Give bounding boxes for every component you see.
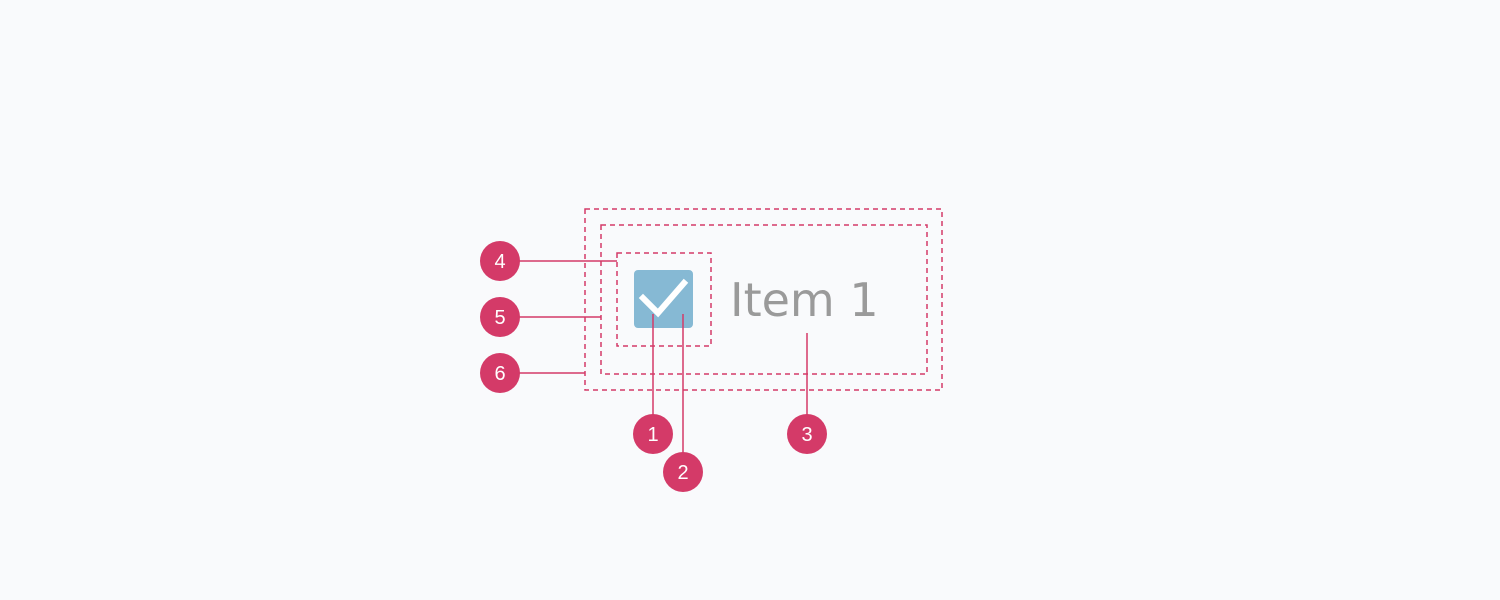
callout-number: 5 <box>494 307 505 329</box>
checkbox-area-outline <box>616 252 712 347</box>
callout-marker-2: 2 <box>663 452 703 492</box>
checkbox-box[interactable] <box>634 270 693 328</box>
callout-number: 2 <box>677 462 688 484</box>
callout-number: 4 <box>494 251 505 273</box>
callout-circle <box>787 414 827 454</box>
callout-circle <box>480 241 520 281</box>
callout-circle <box>633 414 673 454</box>
checkmark-icon <box>638 278 689 318</box>
callout-marker-3: 3 <box>787 414 827 454</box>
callout-marker-5: 5 <box>480 297 520 337</box>
checkbox[interactable] <box>634 270 693 328</box>
callout-circle <box>480 297 520 337</box>
callout-number: 3 <box>801 424 812 446</box>
callout-number: 1 <box>647 424 658 446</box>
outer-container-outline <box>584 208 943 391</box>
callout-circle <box>663 452 703 492</box>
callout-circle <box>480 353 520 393</box>
callout-number: 6 <box>494 363 505 385</box>
item-label[interactable]: Item 1 <box>730 273 879 327</box>
callout-marker-6: 6 <box>480 353 520 393</box>
callout-marker-4: 4 <box>480 241 520 281</box>
callout-marker-1: 1 <box>633 414 673 454</box>
inner-container-outline <box>600 224 928 375</box>
